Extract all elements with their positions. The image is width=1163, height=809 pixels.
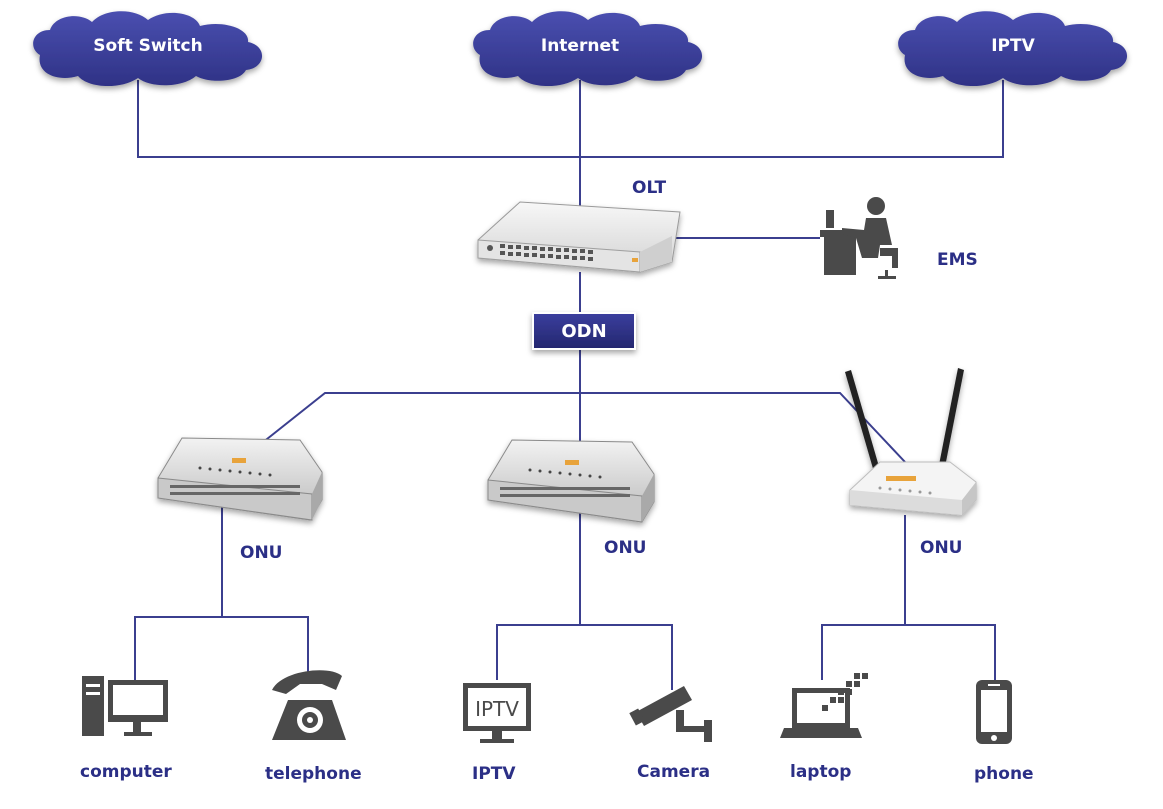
device-label-iptv: IPTV [472,764,516,784]
iptv-tv-icon: IPTV [463,683,531,743]
onu-label-2: ONU [604,538,646,558]
connection-lines [134,80,1004,690]
odn-label: ODN [561,321,606,342]
device-label-telephone: telephone [265,764,362,784]
camera-icon [629,686,712,742]
onu-device-2 [487,439,655,523]
device-label-camera: Camera [637,762,710,782]
iptv-screen-text: IPTV [475,697,519,721]
olt-label: OLT [632,178,666,198]
ems-operator-icon [820,197,898,279]
onu-device-1 [157,437,323,521]
onu2-iptv-line [496,510,581,680]
device-label-computer: computer [80,762,172,782]
onu-label-1: ONU [240,543,282,563]
onu-label-3: ONU [920,538,962,558]
onu2-camera-line [580,624,673,690]
backbone-line [137,80,1004,158]
onu1-computer-line [134,505,223,680]
onu3-laptop-line [821,515,906,680]
cloud-label-internet: Internet [541,36,619,56]
cloud-soft-switch: Soft Switch [33,11,263,87]
cloud-label-soft-switch: Soft Switch [93,36,202,56]
smartphone-icon [976,680,1012,744]
onu1-telephone-line [222,616,309,680]
device-label-laptop: laptop [790,762,851,782]
computer-icon [82,676,168,736]
onu3-phone-line [905,624,996,680]
cloud-iptv: IPTV [898,11,1128,87]
cloud-label-iptv: IPTV [991,36,1035,56]
ems-label: EMS [937,250,978,270]
telephone-icon [272,670,346,740]
onu-device-3-router [845,368,977,516]
device-label-phone: phone [974,764,1034,784]
odn-split-line [261,392,906,463]
laptop-icon [780,673,868,738]
cloud-internet: Internet [473,11,703,87]
olt-device [477,201,681,273]
odn-box: ODN [532,312,636,350]
